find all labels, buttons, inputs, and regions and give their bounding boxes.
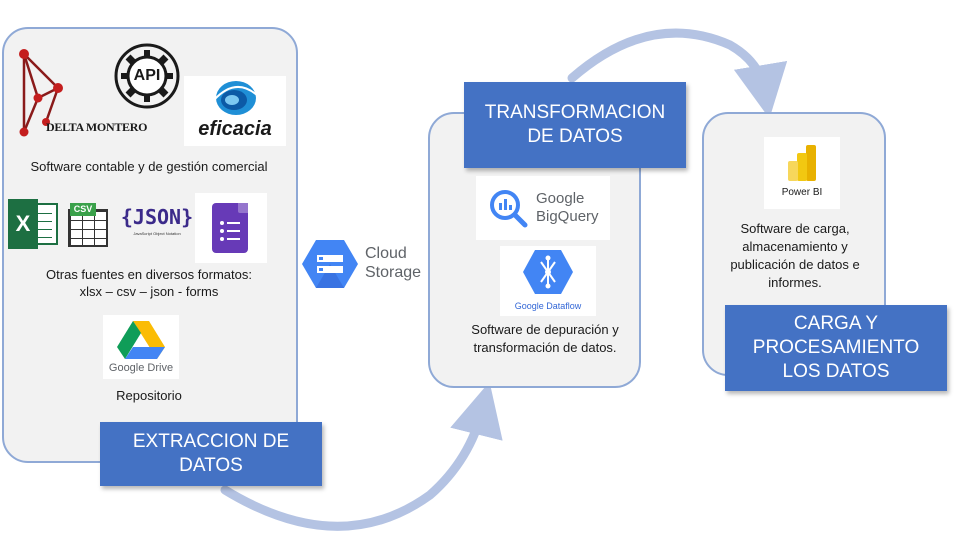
extraction-stage-label: EXTRACCION DE DATOS — [100, 422, 322, 486]
csv-tag: CSV — [70, 203, 96, 216]
bigquery-icon — [490, 190, 528, 228]
eficacia-swirl-icon — [213, 81, 259, 115]
csv-logo: CSV — [64, 199, 112, 249]
excel-x-icon: X — [8, 199, 38, 249]
google-drive-wordmark: Google Drive — [108, 362, 174, 374]
eficacia-wordmark: eficacia — [198, 118, 272, 140]
powerbi-icon — [788, 145, 816, 181]
eficacia-logo: eficacia — [184, 76, 286, 146]
transformation-stage-label: TRANSFORMACION DE DATOS — [464, 82, 686, 168]
arrow-extraction-to-transformation — [220, 381, 503, 531]
json-label: {JSON} — [120, 205, 194, 229]
bigquery-logo: Google BigQuery — [476, 176, 610, 240]
extraction-commercial-desc: Software contable y de gestión comercial — [30, 159, 268, 174]
bigquery-label-line1: Google — [536, 190, 585, 207]
dataflow-label: Google Dataflow — [514, 301, 582, 311]
delta-montero-wordmark: DELTA MONTERO — [46, 120, 148, 134]
json-logo: {JSON} JavaScript Object Notation — [120, 205, 194, 245]
google-forms-logo — [195, 193, 267, 263]
cloud-storage-label-line2: Storage — [365, 264, 422, 281]
api-gear-icon — [114, 43, 180, 109]
google-forms-icon — [212, 203, 248, 253]
api-label: API — [133, 67, 161, 84]
cloud-storage-icon — [302, 240, 358, 288]
google-drive-logo: Google Drive — [103, 315, 179, 379]
bigquery-label-line2: BigQuery — [536, 208, 599, 225]
cloud-storage-logo: Cloud Storage — [302, 236, 426, 292]
dataflow-icon — [523, 250, 573, 294]
json-sublabel: JavaScript Object Notation — [133, 231, 181, 236]
extraction-formats-desc-line2: xlsx – csv – json - forms — [79, 284, 219, 299]
cloud-storage-label-line1: Cloud — [365, 245, 407, 262]
excel-logo: X — [8, 199, 60, 249]
transformation-desc: Software de depuración y transformación … — [471, 322, 619, 355]
load-desc: Software de carga, almacenamiento y publ… — [730, 221, 860, 290]
csv-sheet-icon — [68, 209, 108, 247]
extraction-formats-desc-line1: Otras fuentes en diversos formatos: — [46, 267, 252, 282]
dataflow-logo: Google Dataflow — [500, 246, 596, 316]
load-stage-label: CARGA Y PROCESAMIENTO LOS DATOS — [725, 305, 947, 391]
delta-montero-icon — [19, 49, 63, 137]
google-drive-icon — [117, 321, 165, 359]
delta-montero-logo: DELTA MONTERO — [16, 42, 147, 138]
api-logo: API — [113, 42, 181, 110]
powerbi-logo: Power BI — [764, 137, 840, 209]
powerbi-label: Power BI — [781, 187, 823, 198]
extraction-repo-desc: Repositorio — [116, 388, 182, 403]
arrow-transformation-to-load — [567, 28, 788, 119]
